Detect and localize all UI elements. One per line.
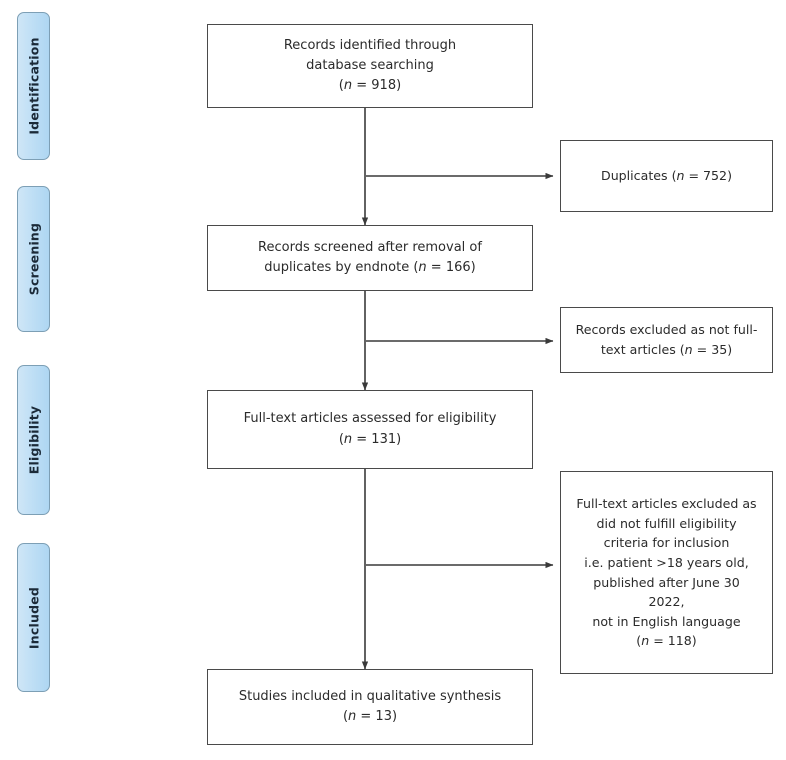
- stage-tab-eligibility-label: Eligibility: [26, 405, 41, 475]
- box-records-excluded-text: Records excluded as not full-text articl…: [575, 322, 758, 357]
- box-studies-included: Studies included in qualitative synthesi…: [207, 669, 533, 745]
- box-duplicates-text: Duplicates (n = 752): [601, 168, 732, 184]
- box-studies-included-text: Studies included in qualitative synthesi…: [238, 688, 502, 724]
- stage-tab-eligibility: Eligibility: [17, 365, 50, 515]
- stage-tab-included-label: Included: [26, 586, 41, 649]
- stage-tab-screening: Screening: [17, 186, 50, 332]
- stage-tab-identification-label: Identification: [26, 37, 41, 135]
- stage-tab-screening-label: Screening: [26, 222, 41, 296]
- stage-tab-identification: Identification: [17, 12, 50, 160]
- box-records-excluded: Records excluded as not full-text articl…: [560, 307, 773, 373]
- box-full-text-assessed-text: Full-text articles assessed for eligibil…: [243, 411, 497, 447]
- stage-tab-included: Included: [17, 543, 50, 692]
- box-duplicates: Duplicates (n = 752): [560, 140, 773, 212]
- box-full-text-assessed: Full-text articles assessed for eligibil…: [207, 390, 533, 469]
